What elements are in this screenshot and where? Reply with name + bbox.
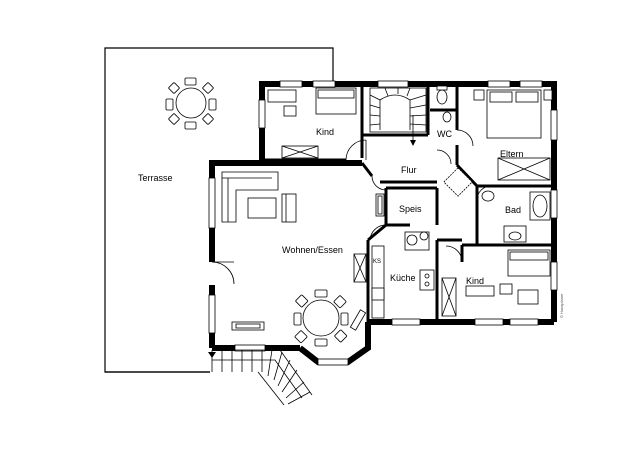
room-labels: Terrasse Kind WC Flur Eltern Speis Bad W… [138, 127, 564, 318]
terrace-dining-set [165, 77, 217, 130]
label-kind-top: Kind [316, 127, 334, 137]
living-furniture [221, 171, 297, 331]
label-speis: Speis [399, 204, 422, 214]
label-bad: Bad [505, 205, 521, 215]
label-wc: WC [437, 129, 452, 139]
label-flur: Flur [401, 165, 417, 175]
wc-fixtures [436, 85, 452, 123]
bad-fixtures [481, 190, 551, 243]
terrace [104, 47, 334, 373]
interior-staircase [369, 87, 427, 146]
label-eltern: Eltern [500, 149, 524, 159]
kind-top-furniture [267, 87, 357, 159]
label-kueche: Küche [390, 273, 416, 283]
kind-bottom-furniture [441, 249, 551, 317]
kitchen-fixtures [353, 231, 435, 319]
label-kind-bottom: Kind [466, 276, 484, 286]
label-terrasse: Terrasse [138, 173, 173, 183]
interior-walls [262, 84, 554, 322]
doors [211, 129, 492, 285]
label-ks: KS [373, 259, 381, 265]
credit-text: © Hausplaner [559, 293, 564, 318]
dining-set [293, 289, 349, 347]
label-wohnen-essen: Wohnen/Essen [282, 245, 343, 255]
speis-shelves [375, 193, 385, 217]
exterior-staircase [208, 349, 313, 406]
eltern-furniture [443, 89, 553, 197]
windows [208, 80, 558, 366]
